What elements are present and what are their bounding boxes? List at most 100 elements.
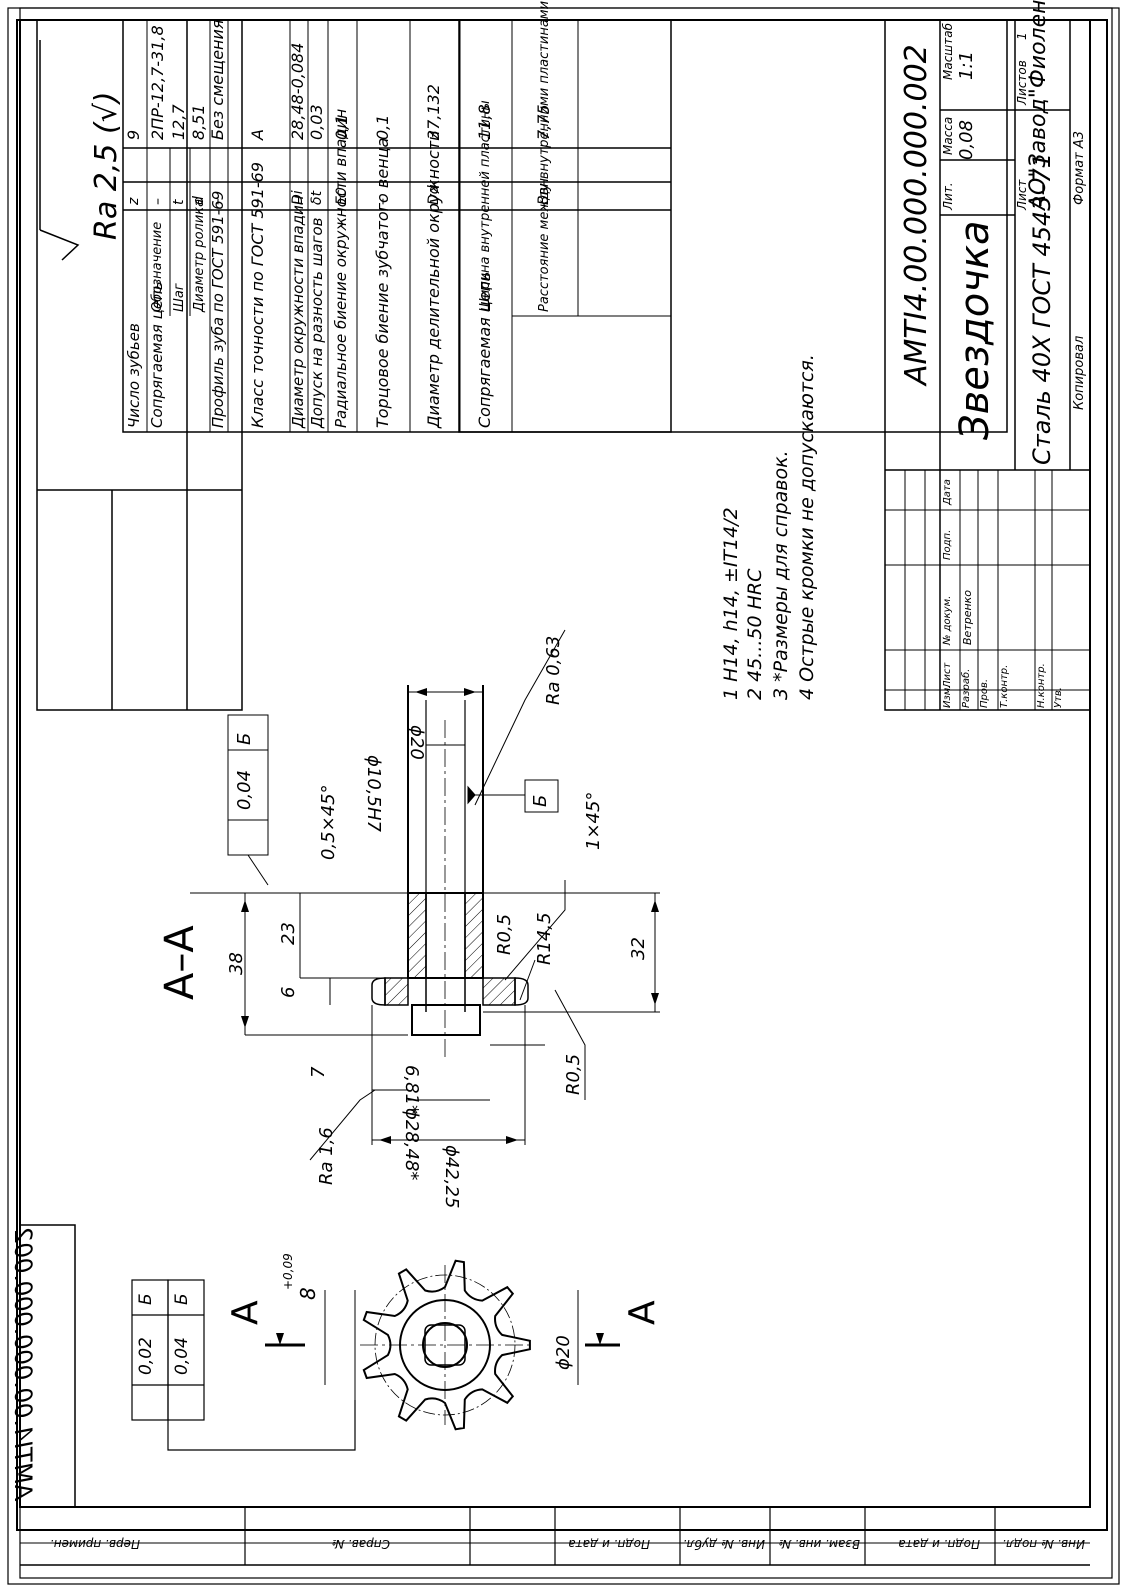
- dim-32: 32: [628, 937, 649, 960]
- note-3: 3 *Размеры для справок.: [770, 450, 792, 700]
- param-sub: Расстояние между внутренними пластинами: [536, 0, 552, 312]
- param-table: [122, 19, 672, 433]
- param-value: 9: [124, 129, 144, 140]
- note-4: 4 Острые кромки не допускаются.: [796, 354, 818, 700]
- param-sub: Диаметр ролика: [191, 198, 207, 312]
- dim-4225: ϕ42,25: [441, 1145, 462, 1209]
- front-view: [360, 1259, 531, 1431]
- param-sub: Обозначение: [150, 221, 166, 312]
- company: АО"Завод"Фиолент": [1026, 0, 1051, 210]
- param-value: 0,03: [307, 104, 327, 140]
- param-sub: Шаг: [171, 283, 187, 312]
- cut-label-right: А: [622, 1300, 663, 1325]
- param-value: 37,132: [424, 84, 444, 140]
- stamp-list: Лист: [942, 662, 953, 688]
- doc-code-side: АМТI4.00.000.000.002: [9, 1227, 37, 1500]
- param-symbol: δt: [309, 190, 326, 205]
- sheets-label: Листов: [1015, 60, 1029, 105]
- stamp-utv: Утв.: [1053, 687, 1064, 708]
- dim-6: 6: [278, 986, 299, 998]
- mass-label: Масса: [941, 116, 955, 155]
- param-name: Диаметр окружности впадин: [288, 195, 307, 428]
- dim-38: 38: [226, 952, 247, 975]
- param-value: 11,8: [475, 104, 495, 140]
- bottom-label-0: Подп. и дата: [568, 1537, 650, 1551]
- param-name: Допуск на разность шагов: [307, 217, 326, 428]
- roughness-sign: [39, 229, 80, 261]
- dim-d20-top: ϕ20: [406, 725, 427, 760]
- dim-d20-bottom: ϕ20: [553, 1335, 574, 1370]
- dim-ra063: Ra 0,63: [543, 635, 564, 705]
- tol-sym-value: 0,04: [172, 1337, 192, 1375]
- tol-runout-datum: Б: [234, 732, 255, 745]
- dim-d10: ϕ10,5H7: [363, 755, 384, 832]
- arrowheads: [241, 688, 659, 1345]
- param-symbol: –: [250, 198, 267, 205]
- param-symbol: E0: [333, 187, 350, 205]
- lit-label: Лит.: [941, 182, 955, 210]
- sheets-count: 1: [1015, 32, 1029, 40]
- param-value: А: [248, 129, 268, 140]
- param-name: Профиль зуба по ГОСТ 591-69: [208, 190, 227, 428]
- param-value: 0,1: [331, 114, 351, 140]
- note-1: 1 Н14, h14, ±IT14/2: [720, 507, 742, 700]
- bottom-label-4: Инв. № подл.: [1002, 1537, 1085, 1551]
- dim-23: 23: [278, 922, 299, 945]
- bottom-label-2: Взам. инв. №: [778, 1537, 860, 1551]
- stamp-data: Дата: [942, 479, 953, 505]
- stamp-razrab: Разраб.: [961, 668, 972, 708]
- param-table-rows: [146, 20, 671, 432]
- stamp-prov: Пров.: [979, 678, 990, 708]
- param-value: 12,7: [169, 104, 189, 140]
- tol-runout-value: 0,04: [234, 769, 255, 810]
- param-symbol: –: [210, 198, 227, 205]
- scale-value: 1:1: [956, 51, 977, 80]
- param-symbol: d: [191, 196, 208, 205]
- datum-b-box: Б: [530, 794, 551, 807]
- sheet-label: Лист: [1015, 179, 1029, 210]
- stamp-doc: № докум.: [942, 595, 953, 645]
- param-name: Радиальное биение окружности впадин: [332, 108, 351, 428]
- dim-ra16: Ra 1,6: [316, 1127, 337, 1185]
- stamp-nkontr: Н.контр.: [1036, 663, 1047, 708]
- param-value: 8,51: [189, 104, 209, 140]
- param-symbol: Di: [290, 190, 307, 205]
- dim-chamfer1: 1×45°: [583, 791, 604, 850]
- param-symbol: t: [171, 199, 188, 206]
- param-symbol: z: [126, 197, 143, 205]
- section-label: А–А: [157, 925, 203, 1000]
- param-name: Число зубьев: [124, 323, 143, 428]
- copied-label: Копировал: [1072, 335, 1087, 410]
- param-value: 2ПР-12,7-31,8: [147, 25, 167, 140]
- dim-r05b: R0,5: [563, 1053, 584, 1095]
- param-value: 7,75: [534, 104, 554, 140]
- roughness-general: Ra 2,5 (√): [89, 91, 124, 240]
- param-value: 0,1: [372, 114, 392, 140]
- side-label-perv: Перв. примен.: [49, 1537, 140, 1551]
- section-view: [371, 685, 529, 1060]
- mass-value: 0,08: [956, 119, 977, 160]
- dim-2848: ϕ28,48*: [401, 1108, 422, 1181]
- note-2: 2 45...50 HRC: [744, 568, 766, 700]
- param-name: Торцовое биение зубчатого венца: [372, 137, 392, 428]
- format-label: Формат А3: [1072, 130, 1087, 205]
- tol-sym-datum: Б: [172, 1293, 192, 1305]
- scale-label: Масштаб: [941, 22, 955, 80]
- doc-code-title: АМТI4.00.000.000.002: [899, 44, 934, 385]
- dim-7: 7: [308, 1066, 329, 1078]
- param-symbol: –: [374, 198, 391, 205]
- param-symbol: Dd: [426, 185, 443, 205]
- title-block: [884, 19, 1091, 711]
- param-symbol: Bвн: [536, 177, 553, 205]
- dim-chamfer05: 0,5×45°: [318, 784, 339, 860]
- part-name: Звездочка: [952, 220, 998, 440]
- tolerance-frames: [131, 1279, 356, 1451]
- param-value: 28,48-0,084: [288, 42, 308, 140]
- tol-parallel-value: 0,02: [136, 1337, 156, 1375]
- dim-r05a: R0,5: [494, 913, 515, 955]
- dim-8-tol: +0,09: [281, 1253, 295, 1290]
- dim-681: 6,81*: [401, 1065, 422, 1115]
- bottom-label-1: Инв. № дубл.: [682, 1537, 765, 1551]
- stamp-tkontr: Т.контр.: [999, 664, 1010, 708]
- cut-label-left: А: [225, 1300, 266, 1325]
